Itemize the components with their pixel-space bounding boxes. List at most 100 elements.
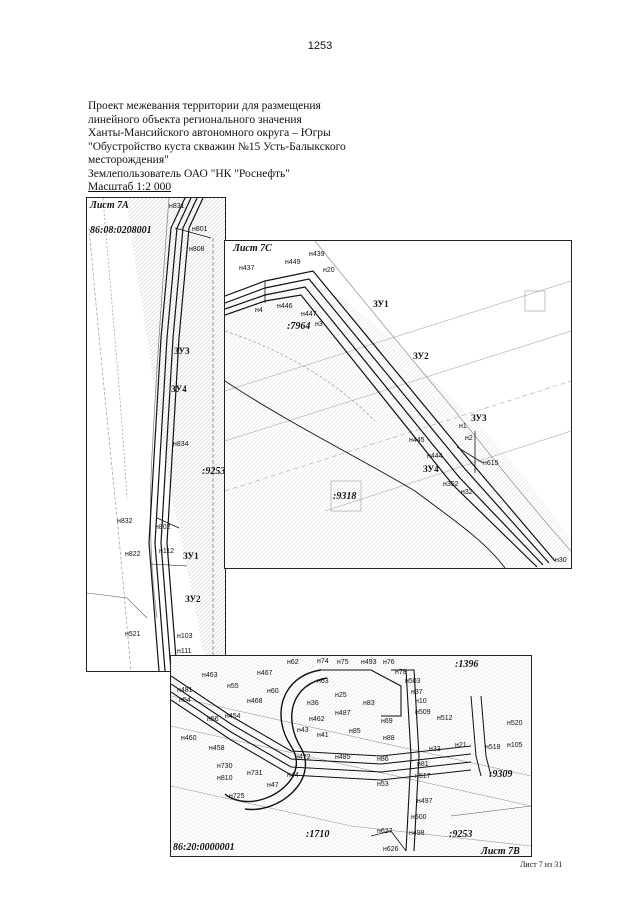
header-line: месторождения" (88, 154, 169, 166)
point-label: н832 (117, 518, 133, 525)
point-label: н25 (335, 692, 347, 699)
zone-label: ЗУ2 (185, 594, 201, 604)
point-label: н76 (383, 659, 395, 666)
zone-label: ЗУ4 (423, 464, 439, 474)
point-label: н112 (159, 548, 175, 555)
point-label: н808 (189, 246, 205, 253)
point-label: н74 (317, 658, 329, 665)
point-label: н493 (361, 659, 377, 666)
point-label: н626 (383, 846, 399, 853)
point-label: н2 (465, 435, 473, 442)
point-label: н518 (485, 744, 501, 751)
project-header: Проект межевания территории для размещен… (88, 100, 408, 195)
point-label: н481 (177, 687, 193, 694)
point-label: н44 (287, 772, 299, 779)
point-label: н63 (317, 678, 329, 685)
sheet-counter: Лист 7 из 31 (520, 860, 563, 869)
point-label: н831 (169, 203, 185, 210)
point-label: н47 (267, 782, 279, 789)
point-label: н503 (405, 678, 421, 685)
parcel-number: :7964 (287, 321, 311, 332)
point-label: н468 (247, 698, 263, 705)
point-label: н458 (209, 745, 225, 752)
point-label: н445 (409, 437, 425, 444)
point-label: н30 (555, 557, 567, 564)
point-label: н85 (349, 728, 361, 735)
point-label: н88 (383, 735, 395, 742)
point-label: н500 (411, 814, 427, 821)
point-label: н53 (377, 781, 389, 788)
point-label: н521 (125, 631, 141, 638)
point-label: н730 (217, 763, 233, 770)
sheet-title: Лист 7С (233, 243, 272, 254)
sheet-7c-map[interactable]: Лист 7С :7964 :9318 ЗУ1 ЗУ2 ЗУ3 ЗУ4 н437… (224, 240, 572, 569)
point-label: н83 (363, 700, 375, 707)
point-label: н10 (415, 698, 427, 705)
sheet-7a-map[interactable]: Лист 7А 86:08:0208001 ЗУ3 ЗУ4 ЗУ1 ЗУ2 :9… (86, 197, 226, 672)
point-label: н462 (309, 716, 325, 723)
point-label: н449 (285, 259, 301, 266)
sheet-7b-drawing (171, 656, 531, 856)
point-label: н834 (173, 441, 189, 448)
header-line: Ханты-Мансийского автономного округа – Ю… (88, 127, 331, 139)
point-label: н437 (239, 265, 255, 272)
point-label: н509 (415, 709, 431, 716)
page-number: 1253 (307, 40, 333, 52)
point-label: н103 (177, 633, 193, 640)
zone-label: ЗУ3 (174, 346, 190, 356)
point-label: н810 (217, 775, 233, 782)
sheet-7c-drawing (225, 241, 571, 568)
header-line: "Обустройство куста скважин №15 Усть-Бал… (88, 140, 346, 153)
point-label: н54 (179, 697, 191, 704)
sheet-title: Лист 7А (90, 200, 129, 211)
point-label: н20 (323, 267, 335, 274)
point-label: н444 (427, 453, 443, 460)
point-label: н520 (507, 720, 523, 727)
parcel-number: :9253 (202, 466, 226, 477)
point-label: н454 (225, 713, 241, 720)
point-label: н497 (417, 798, 433, 805)
point-label: н802 (155, 524, 171, 531)
point-label: н801 (192, 226, 208, 233)
cadastral-number: 86:08:0208001 (90, 225, 152, 236)
map-scale: Масштаб 1:2 000 (88, 181, 172, 193)
point-label: н3 (315, 321, 323, 328)
point-label: н615 (483, 460, 499, 467)
header-line: Землепользователь ОАО "НК "Роснефть" (88, 167, 290, 180)
point-label: н498 (409, 830, 425, 837)
parcel-number: :9309 (489, 769, 513, 780)
point-label: н725 (229, 793, 245, 800)
point-label: н105 (507, 742, 523, 749)
point-label: н69 (381, 718, 393, 725)
point-label: н485 (335, 754, 351, 761)
parcel-number: :9318 (333, 491, 357, 502)
point-label: н627 (377, 828, 393, 835)
cadastral-number: 86:20:0000001 (173, 842, 235, 853)
point-label: н1 (459, 423, 467, 430)
parcel-number: :9253 (449, 829, 473, 840)
sheet-7a-drawing (87, 198, 225, 671)
point-label: н472 (295, 754, 311, 761)
parcel-number: :1710 (306, 829, 330, 840)
zone-label: ЗУ3 (471, 413, 487, 423)
point-label: н512 (437, 715, 453, 722)
point-label: н352 (443, 481, 459, 488)
header-line: Проект межевания территории для размещен… (88, 100, 321, 112)
zone-label: ЗУ2 (413, 351, 429, 361)
point-label: н21 (455, 742, 467, 749)
point-label: н33 (429, 746, 441, 753)
point-label: н81 (417, 761, 429, 768)
point-label: н517 (415, 773, 431, 780)
point-label: н37 (411, 689, 423, 696)
point-label: н41 (317, 732, 329, 739)
sheet-7b-map[interactable]: :1396 :9309 :1710 :9253 86:20:0000001 Ли… (170, 655, 532, 857)
zone-label: ЗУ1 (373, 299, 389, 309)
point-label: н36 (307, 700, 319, 707)
header-line: линейного объекта регионального значения (88, 113, 302, 126)
point-label: н447 (301, 311, 317, 318)
point-label: н822 (125, 551, 141, 558)
point-label: н56 (207, 716, 219, 723)
point-label: н446 (277, 303, 293, 310)
point-label: н731 (247, 770, 263, 777)
parcel-number: :1396 (455, 659, 479, 670)
